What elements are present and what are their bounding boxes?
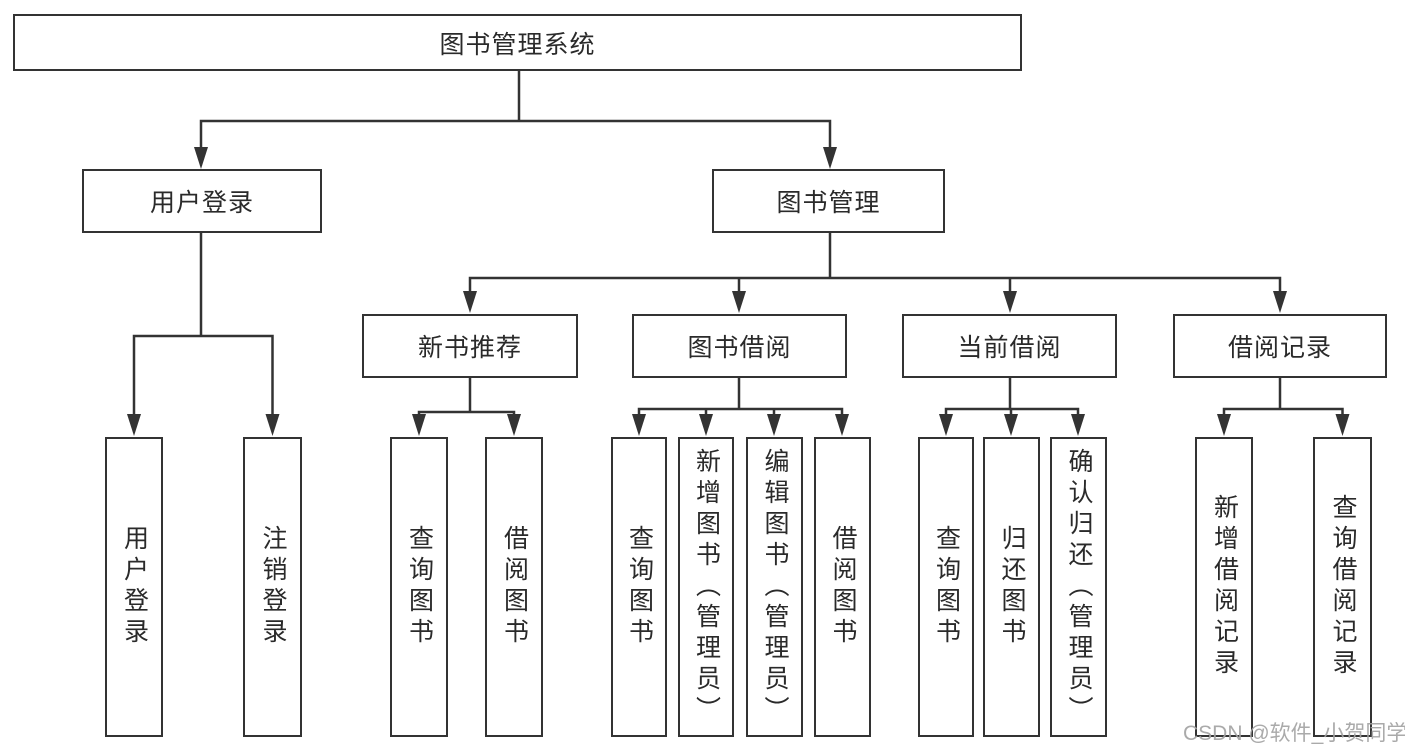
node-new-book-recommendation-label: 新书推荐	[417, 334, 522, 362]
leaf-borrow-books: 借阅图书	[814, 437, 871, 737]
leaf-add-borrow-record-label: 新增借阅记录	[1210, 494, 1239, 680]
leaf-user-login: 用户登录	[105, 437, 163, 737]
leaf-confirm-return-admin-label: 确认归还（管理员）	[1065, 447, 1093, 727]
leaf-add-books-admin: 新增图书（管理员）	[678, 437, 734, 737]
edge-book-management-to-level2	[468, 231, 1282, 296]
edge-book-borrowing-to-leaves	[637, 376, 844, 420]
root-node: 图书管理系统	[13, 14, 1022, 71]
edge-borrowing-records-to-leaves	[1222, 376, 1344, 420]
edge-root-to-level1	[199, 68, 832, 153]
leaf-return-books: 归还图书	[983, 437, 1040, 737]
node-book-management-label: 图书管理	[776, 189, 881, 217]
leaf-return-books-label: 归还图书	[998, 525, 1026, 649]
leaf-query-books-recommend-label: 查询图书	[405, 525, 434, 649]
node-borrowing-records: 借阅记录	[1173, 314, 1387, 378]
watermark: CSDN @软件_小贺同学	[1183, 722, 1405, 745]
node-current-borrowing: 当前借阅	[902, 314, 1117, 378]
leaf-edit-books-admin-label: 编辑图书（管理员）	[761, 447, 789, 727]
root-node-label: 图书管理系统	[439, 30, 596, 59]
leaf-borrow-books-recommend-label: 借阅图书	[500, 525, 529, 649]
leaf-query-books-borrowing-label: 查询图书	[625, 525, 654, 649]
leaf-logout: 注销登录	[243, 437, 302, 737]
leaf-query-books-current-label: 查询图书	[932, 525, 961, 649]
edge-user-login-to-leaves	[132, 231, 274, 419]
leaf-add-books-admin-label: 新增图书（管理员）	[692, 447, 721, 727]
node-current-borrowing-label: 当前借阅	[957, 334, 1062, 362]
leaf-edit-books-admin: 编辑图书（管理员）	[746, 437, 803, 737]
node-user-login-label: 用户登录	[149, 189, 254, 217]
leaf-query-borrow-record: 查询借阅记录	[1313, 437, 1372, 737]
leaf-user-login-label: 用户登录	[120, 525, 149, 649]
leaf-query-books-recommend: 查询图书	[390, 437, 448, 737]
node-book-management: 图书管理	[712, 169, 945, 233]
leaf-logout-label: 注销登录	[259, 525, 287, 649]
edge-current-borrowing-to-leaves	[944, 376, 1080, 420]
edge-new-book-to-leaves	[417, 376, 516, 420]
node-borrowing-records-label: 借阅记录	[1227, 334, 1332, 362]
node-new-book-recommendation: 新书推荐	[362, 314, 578, 378]
leaf-confirm-return-admin: 确认归还（管理员）	[1050, 437, 1107, 737]
leaf-query-borrow-record-label: 查询借阅记录	[1329, 494, 1357, 680]
leaf-add-borrow-record: 新增借阅记录	[1195, 437, 1253, 737]
node-book-borrowing: 图书借阅	[632, 314, 847, 378]
arrowheads	[127, 147, 1350, 436]
leaf-borrow-books-recommend: 借阅图书	[485, 437, 543, 737]
leaf-query-books-current: 查询图书	[918, 437, 974, 737]
leaf-borrow-books-label: 借阅图书	[829, 525, 857, 649]
node-user-login: 用户登录	[82, 169, 322, 233]
node-book-borrowing-label: 图书借阅	[687, 334, 792, 362]
leaf-query-books-borrowing: 查询图书	[611, 437, 667, 737]
